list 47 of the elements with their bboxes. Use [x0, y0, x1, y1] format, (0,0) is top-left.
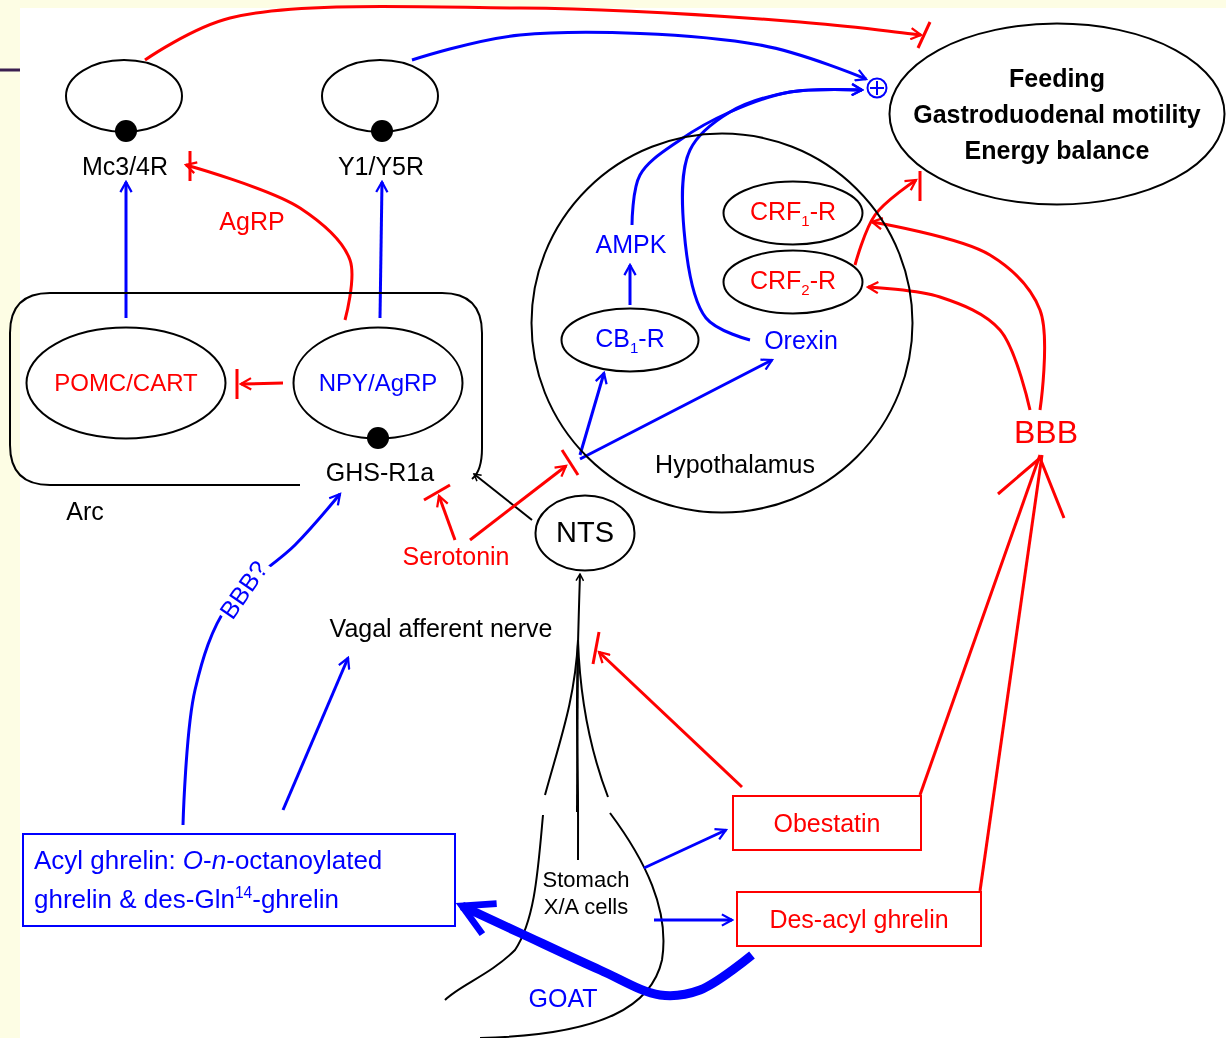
arrow — [375, 180, 389, 319]
node-label: Mc3/4R — [81, 151, 169, 181]
node-label: Orexin — [756, 324, 846, 358]
arrow — [144, 4, 923, 62]
arrow — [643, 828, 728, 870]
node-label: Y1/Y5R — [337, 151, 425, 181]
node-label: Serotonin — [388, 540, 524, 574]
node-label: Vagal afferent nerve — [308, 612, 574, 646]
arrow — [870, 217, 1047, 411]
node-label: AMPK — [588, 228, 674, 262]
text-box: Des-acyl ghrelin — [736, 891, 982, 947]
arrow — [597, 650, 744, 789]
arrow — [436, 494, 457, 541]
node-label: Hypothalamus — [655, 449, 815, 479]
arrow — [654, 913, 734, 927]
arrow — [623, 263, 637, 305]
arrow — [458, 900, 755, 1001]
text-box: Obestatin — [732, 795, 922, 851]
arrow — [866, 280, 1032, 411]
node-label: CRF$_{2}$-R — [749, 265, 837, 299]
arrow — [281, 656, 351, 811]
node-label: POMC/CART — [54, 369, 198, 397]
arrow — [239, 377, 284, 391]
text-box: Acyl ghrelin: O-n-octanoylated ghrelin & des-Gln$^{14}$-ghrelin — [22, 833, 456, 927]
node-label: CB$_{1}$-R — [595, 323, 665, 357]
connector-line — [978, 454, 1044, 892]
node-label: NPY/AgRP — [318, 369, 438, 397]
node-label: Energy balance — [964, 135, 1150, 167]
arrow — [680, 82, 864, 342]
node-label: BBB — [1006, 411, 1086, 453]
arrow — [579, 358, 774, 461]
arrow — [469, 464, 568, 542]
node-label: NTS — [556, 516, 614, 550]
arrow — [575, 573, 585, 861]
node-label: CRF$_{1}$-R — [749, 196, 837, 230]
node-label: Feeding — [1009, 62, 1105, 94]
arrow — [411, 30, 868, 82]
arrow — [853, 178, 918, 266]
arrow — [119, 180, 133, 318]
node-label: GHS-R1a — [318, 456, 442, 490]
node-label: Arc — [66, 496, 104, 526]
arrow — [578, 371, 608, 456]
arrow — [184, 161, 354, 321]
node-label: Stomach X/A cells — [530, 860, 642, 926]
node-label: Gastroduodenal motility — [913, 98, 1201, 130]
arrow — [473, 473, 533, 521]
connector-line — [918, 454, 1042, 796]
